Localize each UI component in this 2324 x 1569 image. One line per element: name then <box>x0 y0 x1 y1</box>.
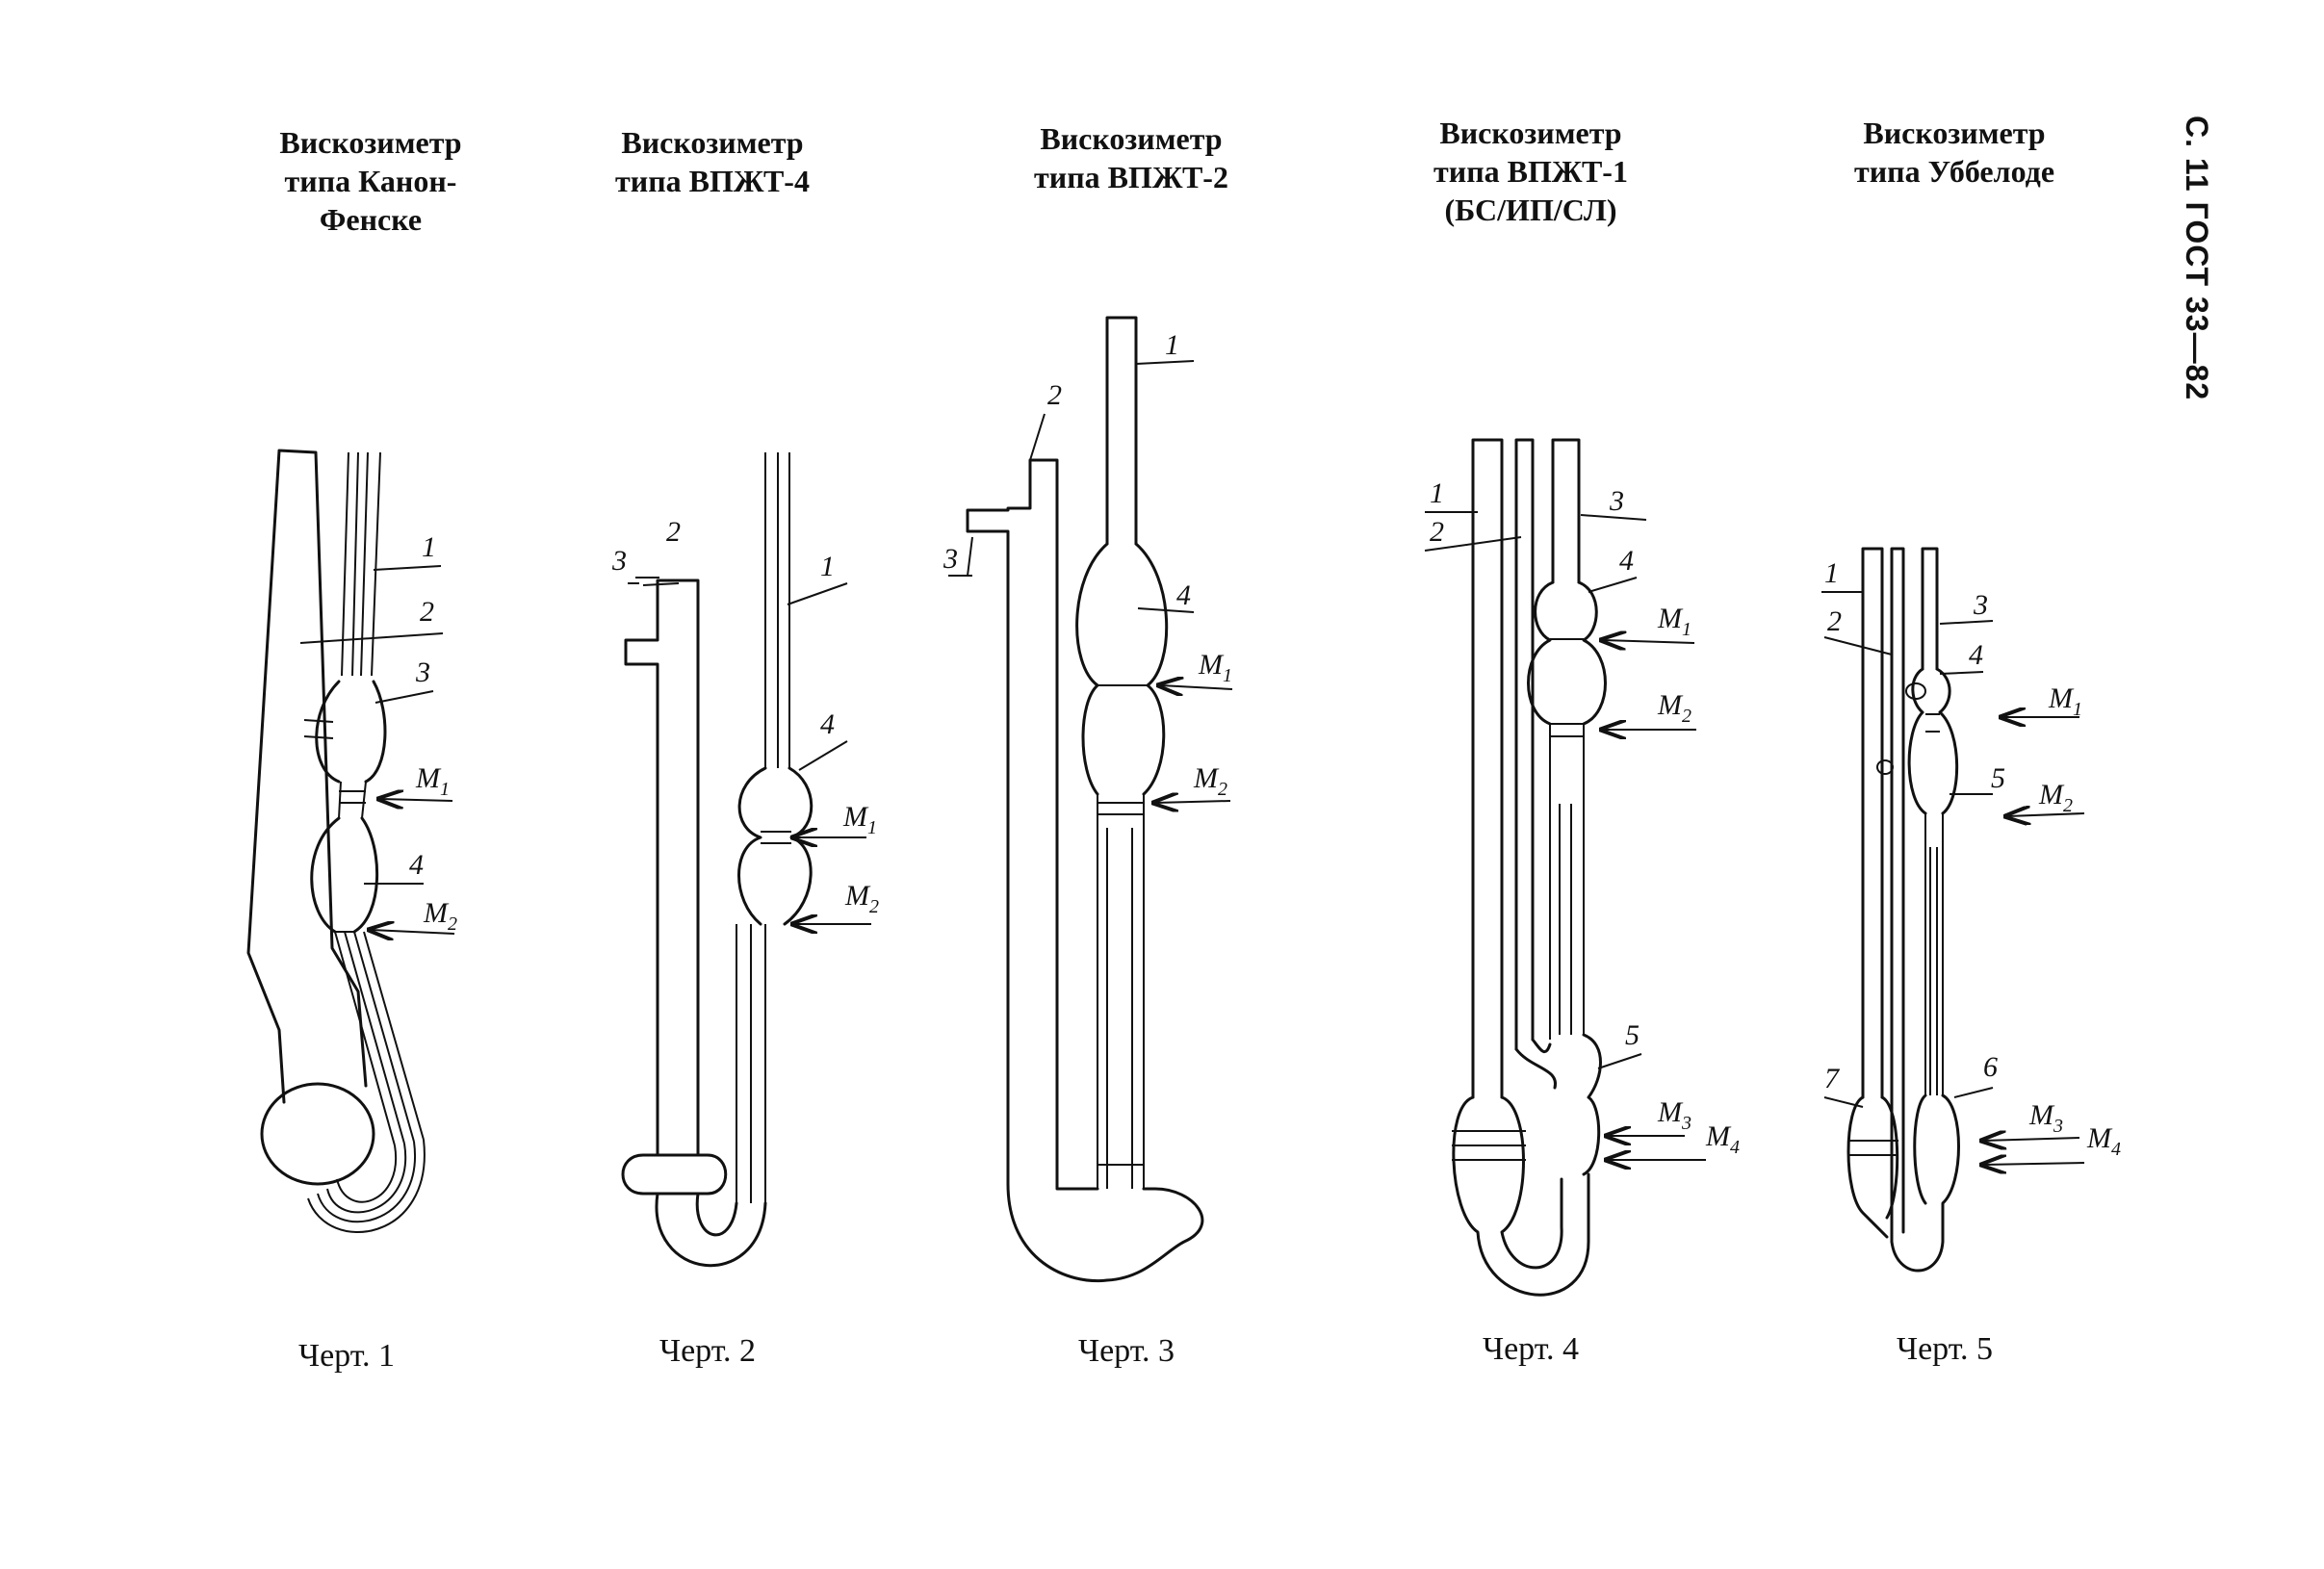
fig1-label-4: 4 <box>409 849 424 881</box>
fig4-mark-m4: M4 <box>1705 1120 1740 1158</box>
fig2-label-2: 2 <box>666 516 681 548</box>
figure-1-viscometer: 1 2 3 4 M1 M2 <box>246 449 457 1233</box>
fig5-label-7: 7 <box>1824 1063 1841 1094</box>
fig4-mark-m2: M2 <box>1657 689 1691 727</box>
figure-2-caption: Черт. 2 <box>658 1333 757 1369</box>
figure-4-title: Вискозиметр типа ВПЖТ-1 (БС/ИП/СЛ) <box>1433 116 1628 227</box>
fig1-mark-m1: M1 <box>415 762 450 800</box>
fig3-label-1: 1 <box>1165 329 1179 361</box>
figure-3-viscometer: 1 2 3 4 M1 M2 <box>943 316 1233 1283</box>
fig4-label-3: 3 <box>1609 485 1624 517</box>
fig2-mark-m2: M2 <box>844 880 879 917</box>
fig4-mark-m3: M3 <box>1657 1096 1691 1134</box>
figure-1-caption: Черт. 1 <box>297 1338 396 1374</box>
fig1-label-2: 2 <box>420 596 434 628</box>
figure-4-viscometer: 1 2 3 4 M1 M2 5 M3 M4 <box>1424 438 1740 1297</box>
fig2-mark-m1: M1 <box>842 801 877 838</box>
fig4-label-2: 2 <box>1430 516 1444 548</box>
figure-5-title: Вискозиметр типа Уббелоде <box>1853 116 2055 189</box>
figure-1-title: Вискозиметр типа Канон- Фенске <box>279 125 462 237</box>
figure-3-title: Вискозиметр типа ВПЖТ-2 <box>1034 121 1228 194</box>
fig2-label-4: 4 <box>820 708 835 740</box>
figure-4-caption: Черт. 4 <box>1482 1331 1580 1367</box>
fig1-label-3: 3 <box>415 656 430 688</box>
fig5-label-3: 3 <box>1973 589 1988 621</box>
fig4-label-4: 4 <box>1619 545 1634 577</box>
fig4-mark-m1: M1 <box>1657 603 1691 640</box>
fig1-label-1: 1 <box>422 531 436 563</box>
fig5-mark-m1: M1 <box>2048 682 2082 720</box>
fig5-label-6: 6 <box>1983 1051 1998 1083</box>
fig5-label-1: 1 <box>1824 557 1839 589</box>
fig5-label-2: 2 <box>1827 605 1842 637</box>
fig3-label-3: 3 <box>943 543 958 575</box>
fig3-mark-m2: M2 <box>1193 762 1227 800</box>
fig4-label-5: 5 <box>1625 1019 1640 1051</box>
fig2-label-1: 1 <box>820 551 835 582</box>
fig3-mark-m1: M1 <box>1198 649 1232 686</box>
figure-5-viscometer: 1 2 3 4 M1 5 M2 6 7 M3 M4 <box>1821 547 2121 1273</box>
figure-5-caption: Черт. 5 <box>1896 1331 1994 1367</box>
fig5-mark-m3: M3 <box>2028 1099 2063 1137</box>
figure-3-caption: Черт. 3 <box>1077 1333 1175 1369</box>
fig5-label-4: 4 <box>1969 639 1983 671</box>
fig3-label-2: 2 <box>1047 379 1062 411</box>
figure-2-title: Вискозиметр типа ВПЖТ-4 <box>615 125 810 198</box>
fig5-mark-m4: M4 <box>2086 1122 2121 1160</box>
fig1-mark-m2: M2 <box>423 897 457 935</box>
fig5-label-5: 5 <box>1991 762 2005 794</box>
fig3-label-4: 4 <box>1176 579 1191 611</box>
fig4-label-1: 1 <box>1430 477 1444 509</box>
fig5-mark-m2: M2 <box>2038 779 2073 816</box>
figure-2-viscometer: 2 3 1 4 M1 M2 <box>611 452 879 1268</box>
fig2-label-3: 3 <box>611 545 627 577</box>
